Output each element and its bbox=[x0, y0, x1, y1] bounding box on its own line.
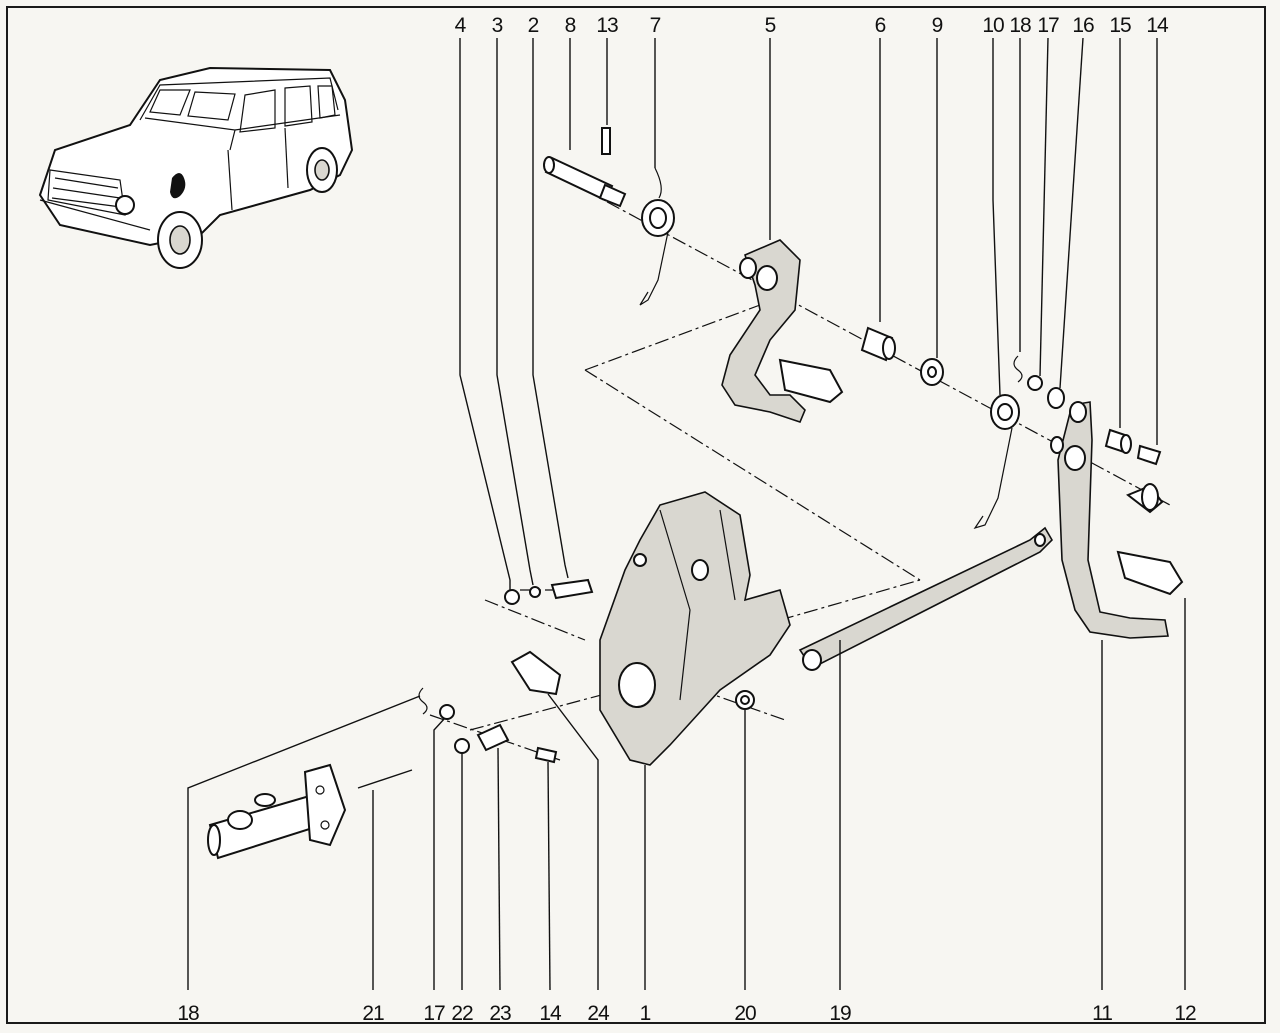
callout-7: 7 bbox=[650, 14, 661, 37]
callout-18-top: 18 bbox=[1009, 14, 1031, 37]
part-13-roll-pin bbox=[601, 127, 611, 155]
callout-15: 15 bbox=[1109, 14, 1131, 37]
callout-6: 6 bbox=[875, 14, 886, 37]
callout-2: 2 bbox=[528, 14, 539, 37]
callout-17-top: 17 bbox=[1037, 14, 1059, 37]
part-21-master-cylinder-rod bbox=[357, 769, 413, 789]
part-8-pivot-pin bbox=[543, 156, 627, 208]
leader-lines bbox=[187, 37, 1186, 991]
part-17-nut bbox=[439, 375, 1043, 720]
part-20-nut bbox=[735, 690, 755, 710]
callout-14-bottom: 14 bbox=[539, 1002, 562, 1025]
callout-22: 22 bbox=[451, 1002, 473, 1025]
part-11-clutch-pedal bbox=[1050, 401, 1169, 639]
callout-23: 23 bbox=[489, 1002, 511, 1025]
callout-13: 13 bbox=[596, 14, 618, 37]
callout-12: 12 bbox=[1174, 1002, 1196, 1025]
part-14-bolt bbox=[534, 444, 1162, 764]
part-12-pedal-pad bbox=[1116, 550, 1184, 596]
top-callout-labels: 4 3 2 8 13 7 5 6 9 10 18 17 16 15 14 bbox=[455, 14, 1170, 37]
part-10-clutch-spring bbox=[973, 394, 1020, 530]
callout-8: 8 bbox=[565, 14, 576, 37]
diagram-border bbox=[6, 6, 1266, 1024]
part-15-bushing bbox=[1104, 428, 1132, 454]
part-16-washer bbox=[1047, 387, 1065, 409]
bottom-callout-labels: 18 21 17 22 23 14 24 1 20 19 11 12 bbox=[177, 1002, 1197, 1025]
callout-17-bottom: 17 bbox=[423, 1002, 445, 1025]
callout-14-top: 14 bbox=[1146, 14, 1169, 37]
callout-21: 21 bbox=[362, 1002, 384, 1025]
callout-16: 16 bbox=[1072, 14, 1094, 37]
callout-20: 20 bbox=[734, 1002, 756, 1025]
part-5-brake-pedal bbox=[721, 239, 844, 423]
master-cylinder bbox=[207, 763, 347, 860]
callout-24: 24 bbox=[587, 1002, 610, 1025]
part-23-clevis bbox=[476, 723, 510, 752]
callout-9: 9 bbox=[932, 14, 943, 37]
part-7-return-spring bbox=[639, 167, 675, 306]
callout-18-bottom: 18 bbox=[177, 1002, 199, 1025]
renault-4-car-icon bbox=[38, 66, 354, 269]
callout-19: 19 bbox=[829, 1002, 851, 1025]
part-19-pushrod bbox=[798, 526, 1054, 671]
part-4-3-2-screw-set bbox=[504, 578, 594, 605]
callout-5: 5 bbox=[765, 14, 776, 37]
callout-3: 3 bbox=[492, 14, 503, 37]
callout-11: 11 bbox=[1092, 1002, 1112, 1025]
part-1-pedal-bracket bbox=[599, 491, 791, 766]
part-24-stop bbox=[510, 650, 562, 696]
callout-4: 4 bbox=[455, 14, 467, 37]
part-18-clip bbox=[418, 355, 1023, 715]
callout-1: 1 bbox=[640, 1002, 651, 1025]
part-9-washer bbox=[920, 358, 944, 386]
part-6-bushing bbox=[860, 326, 896, 362]
callout-10: 10 bbox=[982, 14, 1004, 37]
part-22-nut bbox=[454, 738, 470, 754]
